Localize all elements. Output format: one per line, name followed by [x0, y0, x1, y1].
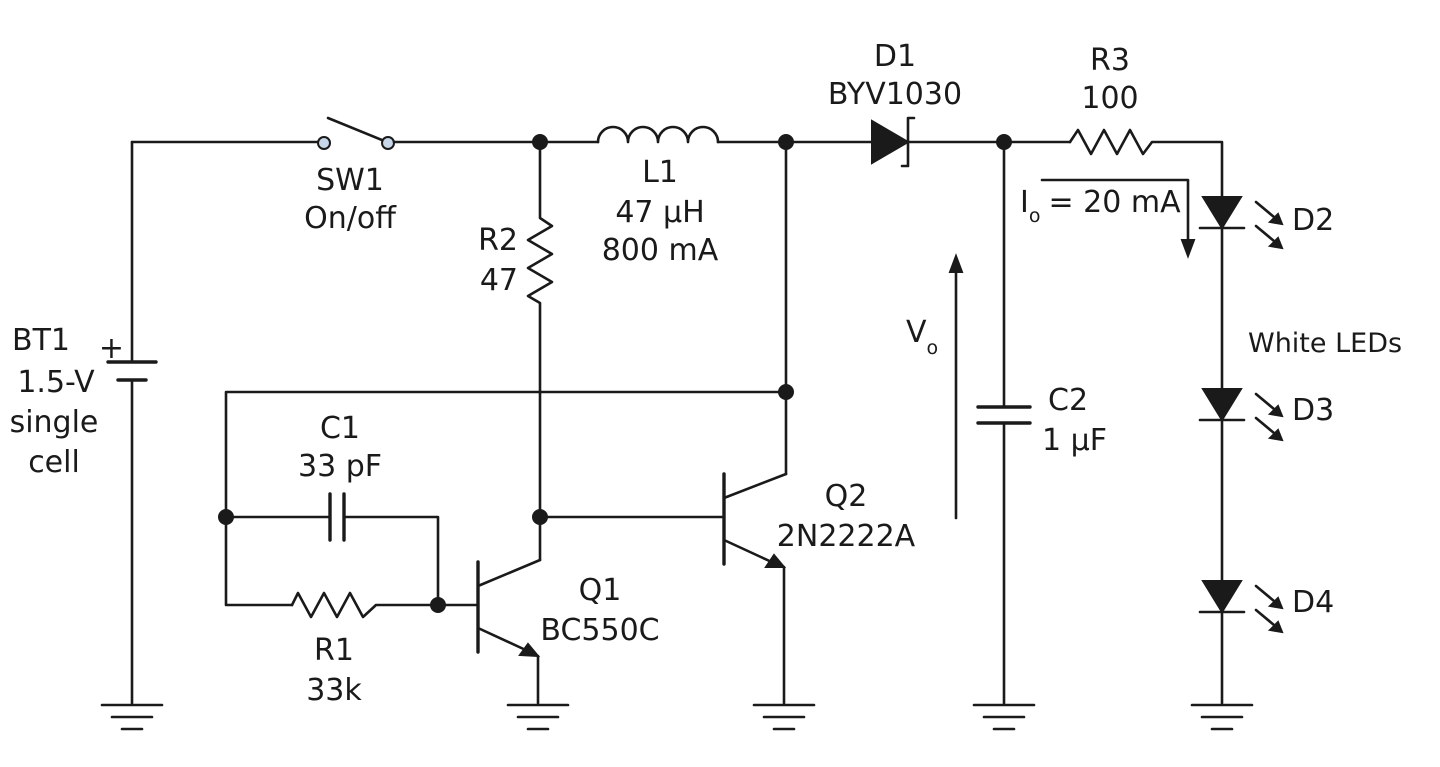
feedback-bus — [224, 390, 788, 607]
bt1-line-1: 1.5-V — [17, 365, 95, 400]
transistor-q2 — [722, 472, 788, 705]
led-d3 — [1198, 388, 1284, 442]
r1-ref: R1 — [314, 633, 354, 668]
d3-ref: D3 — [1292, 393, 1334, 428]
resistor-r3 — [1068, 128, 1224, 199]
transistor-q1 — [476, 558, 542, 705]
r2-value: 47 — [480, 263, 518, 298]
ground-q2 — [752, 703, 816, 731]
led-d4 — [1198, 580, 1284, 634]
ground-c2 — [972, 703, 1036, 731]
sw1-value: On/off — [304, 201, 397, 236]
bt1-ref: BT1 — [12, 323, 70, 358]
bt1-line-2: single — [10, 405, 99, 440]
io-subscript: o — [1029, 205, 1041, 227]
capacitor-c1 — [224, 492, 440, 607]
led-d2 — [1198, 196, 1284, 250]
resistor-r1 — [290, 591, 478, 619]
d2-ref: D2 — [1292, 203, 1334, 238]
battery-bt1 — [106, 140, 158, 705]
ground-bt1 — [100, 703, 164, 731]
io-label: Io = 20 mA — [1020, 185, 1181, 227]
bt1-line-3: cell — [28, 445, 80, 480]
c2-value: 1 µF — [1042, 423, 1107, 458]
q1-value: BC550C — [540, 613, 659, 648]
sw1-ref: SW1 — [316, 163, 384, 198]
inductor-l1 — [596, 125, 874, 144]
r3-ref: R3 — [1090, 43, 1130, 78]
d1-value: BYV1030 — [828, 77, 962, 112]
q2-ref: Q2 — [825, 479, 868, 514]
resistor-r2 — [526, 140, 554, 562]
diode-d1 — [871, 116, 1072, 168]
vo-symbol: V — [906, 315, 927, 350]
switch-sw1 — [130, 116, 600, 150]
vo-label: Vo — [906, 315, 938, 359]
c1-value: 33 pF — [298, 449, 382, 484]
ground-q1 — [506, 703, 570, 731]
r3-value: 100 — [1081, 81, 1138, 116]
io-arrow — [1040, 178, 1196, 259]
d4-ref: D4 — [1292, 585, 1334, 620]
vo-subscript: o — [927, 337, 939, 359]
r1-value: 33k — [306, 673, 362, 708]
leds-label: White LEDs — [1248, 328, 1402, 359]
q2-value: 2N2222A — [777, 519, 916, 554]
bt1-polarity: + — [99, 331, 124, 366]
ground-leds — [1190, 703, 1254, 731]
l1-rating: 800 mA — [602, 233, 719, 268]
c2-ref: C2 — [1048, 383, 1088, 418]
l1-value: 47 µH — [615, 195, 704, 230]
q1-ref: Q1 — [579, 573, 622, 608]
io-symbol: I — [1020, 185, 1029, 220]
vo-arrow — [948, 253, 964, 520]
junction-dots — [218, 134, 1012, 613]
l1-ref: L1 — [642, 155, 678, 190]
d1-ref: D1 — [874, 39, 916, 74]
capacitor-c2 — [976, 140, 1032, 705]
c1-ref: C1 — [320, 411, 360, 446]
io-value: = 20 mA — [1048, 185, 1181, 220]
r2-ref: R2 — [478, 223, 518, 258]
